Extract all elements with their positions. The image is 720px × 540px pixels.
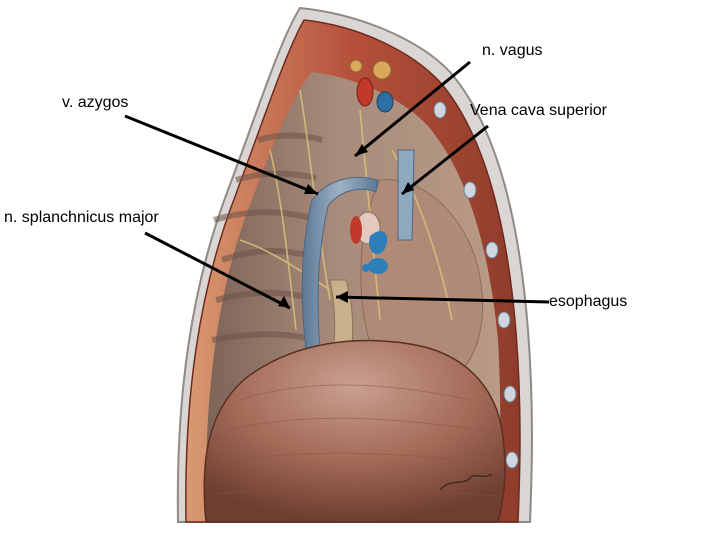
rib-cross-sections: [433, 101, 519, 469]
pointer-arrowheads: [278, 144, 414, 308]
label-vena-cava-superior: Vena cava superior: [470, 102, 607, 119]
label-esophagus: esophagus: [549, 293, 628, 310]
superior-vena-cava: [397, 149, 415, 241]
pointer-splanchnicus: [144, 231, 291, 310]
pointer-azygos: [124, 114, 319, 196]
label-n-vagus: n. vagus: [482, 42, 543, 59]
hilum-vessels: [350, 211, 388, 274]
pointer-esophagus: [335, 295, 550, 304]
annotation-pointers: [124, 60, 550, 310]
diaphragm-striations: [213, 384, 499, 497]
artist-signature: [439, 473, 493, 491]
label-n-splanchnicus-major: n. splanchnicus major: [4, 209, 159, 226]
azygos-vein: [301, 177, 379, 351]
diaphragm-dome: [203, 339, 506, 523]
label-v-azygos: v. azygos: [62, 94, 129, 111]
pointer-vena-cava: [401, 124, 489, 196]
apex-vessels: [349, 59, 394, 113]
pointer-vagus: [354, 60, 471, 158]
